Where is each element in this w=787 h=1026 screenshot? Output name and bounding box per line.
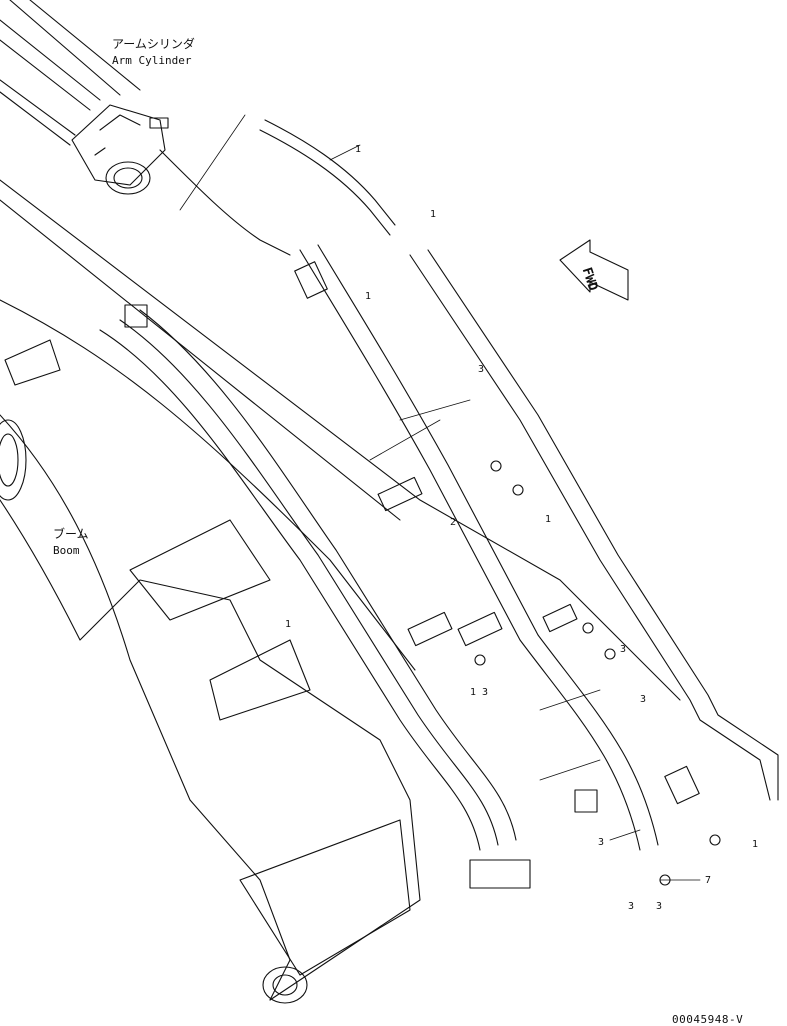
callout: 3	[628, 901, 635, 912]
callout: 1	[545, 514, 552, 525]
boom-label-en: Boom	[53, 544, 80, 557]
callout: 7	[705, 875, 712, 886]
boom	[0, 179, 681, 1004]
arm-cylinder	[0, 0, 169, 195]
callout: 3	[656, 901, 663, 912]
callout: 2	[450, 517, 457, 528]
callout: 3	[620, 644, 627, 655]
hydraulic-tubes	[99, 119, 779, 851]
forward-arrow	[559, 239, 629, 301]
callout: 3	[598, 837, 605, 848]
callout: 1	[752, 839, 759, 850]
callout: 1	[285, 619, 292, 630]
callout: 1	[355, 144, 362, 155]
callout: 1 3	[470, 687, 489, 698]
arm-cylinder-label-jp: アームシリンダ	[112, 37, 195, 51]
part-number: 00045948-V	[672, 1013, 744, 1026]
callout: 1	[430, 209, 437, 220]
callout: 3	[478, 364, 485, 375]
callout: 1	[365, 291, 372, 302]
leader-lines	[179, 114, 701, 881]
callout: 3	[640, 694, 647, 705]
boom-label-jp: ブーム	[53, 527, 89, 541]
arm-cylinder-label-en: Arm Cylinder	[112, 54, 192, 67]
